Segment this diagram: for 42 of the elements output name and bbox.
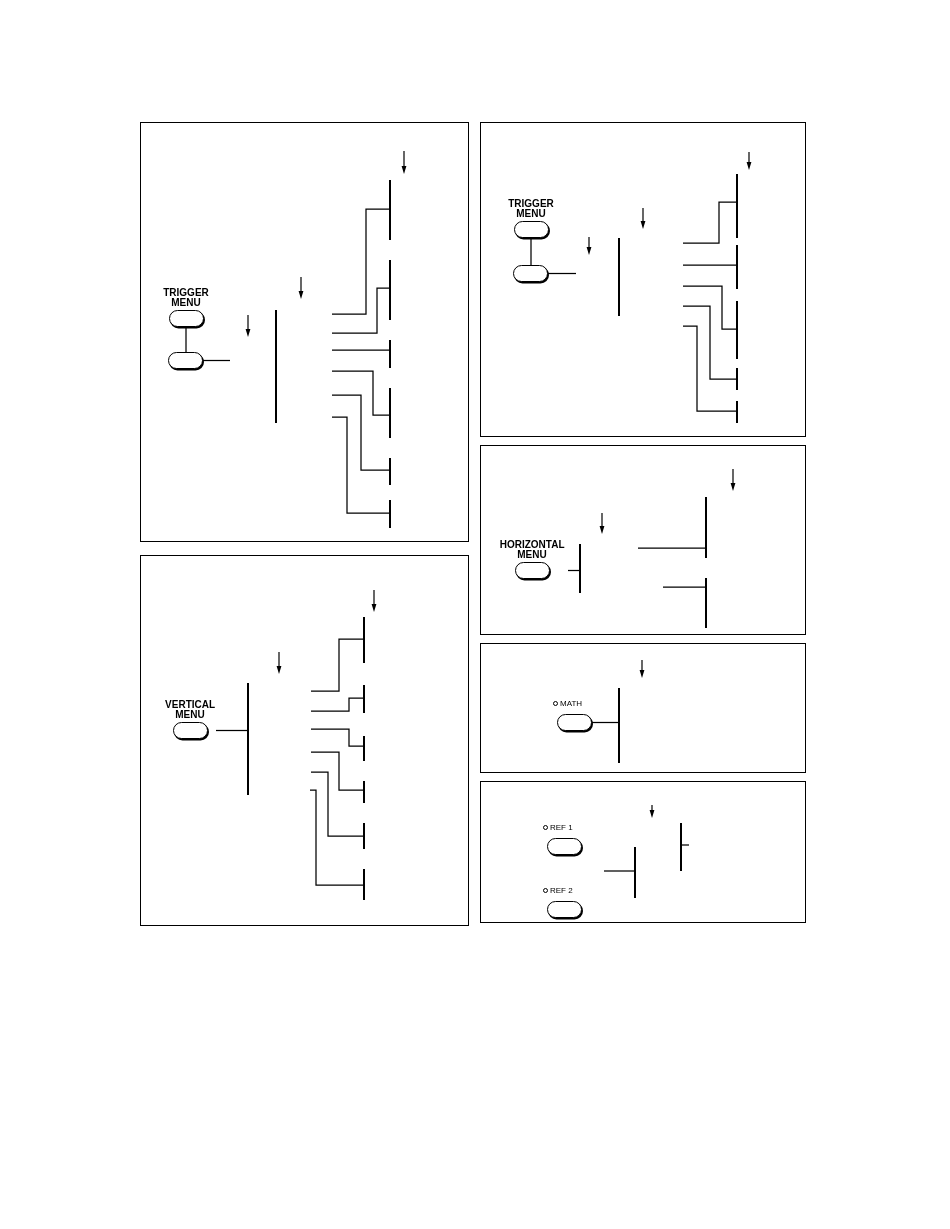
button-label: TRIGGER MENU <box>163 288 209 308</box>
panel-frame <box>480 122 806 437</box>
button-label: VERTICAL MENU <box>165 700 215 720</box>
connector-line <box>682 264 737 266</box>
connector-line <box>547 272 577 275</box>
button-label: HORIZONTAL MENU <box>499 540 565 560</box>
connector-line <box>662 586 706 588</box>
connector-line <box>331 394 390 471</box>
connector-line <box>682 325 737 412</box>
connector-line <box>331 416 390 514</box>
connector-line <box>603 870 635 872</box>
connector-line <box>681 844 690 846</box>
button-label: REF 2 <box>550 886 573 895</box>
panel-frame <box>140 555 469 926</box>
connector-line <box>202 359 231 362</box>
connector-line <box>310 697 364 712</box>
connector-line <box>682 285 737 330</box>
panel-frame <box>480 781 806 923</box>
connector-line <box>215 729 248 732</box>
connector-line <box>591 721 619 724</box>
connector-line <box>331 208 390 315</box>
panel-frame <box>140 122 469 542</box>
connector-line <box>530 237 532 266</box>
panel-frame <box>480 643 806 773</box>
panel-frame <box>480 445 806 635</box>
connector-line <box>331 349 390 351</box>
connector-line <box>310 751 364 791</box>
connector-line <box>682 305 737 380</box>
connector-line <box>310 771 364 837</box>
panel-button <box>513 265 548 282</box>
panel-button <box>168 352 203 369</box>
button-label: REF 1 <box>550 823 573 832</box>
connector-line <box>331 287 390 334</box>
button-label: MATH <box>560 699 583 708</box>
connector-line <box>637 547 706 549</box>
connector-line <box>309 789 364 886</box>
connector-line <box>185 326 187 353</box>
connector-line <box>331 370 390 416</box>
connector-line <box>310 728 364 747</box>
connector-line <box>682 201 737 244</box>
connector-line <box>310 638 364 692</box>
button-label: TRIGGER MENU <box>508 199 554 219</box>
